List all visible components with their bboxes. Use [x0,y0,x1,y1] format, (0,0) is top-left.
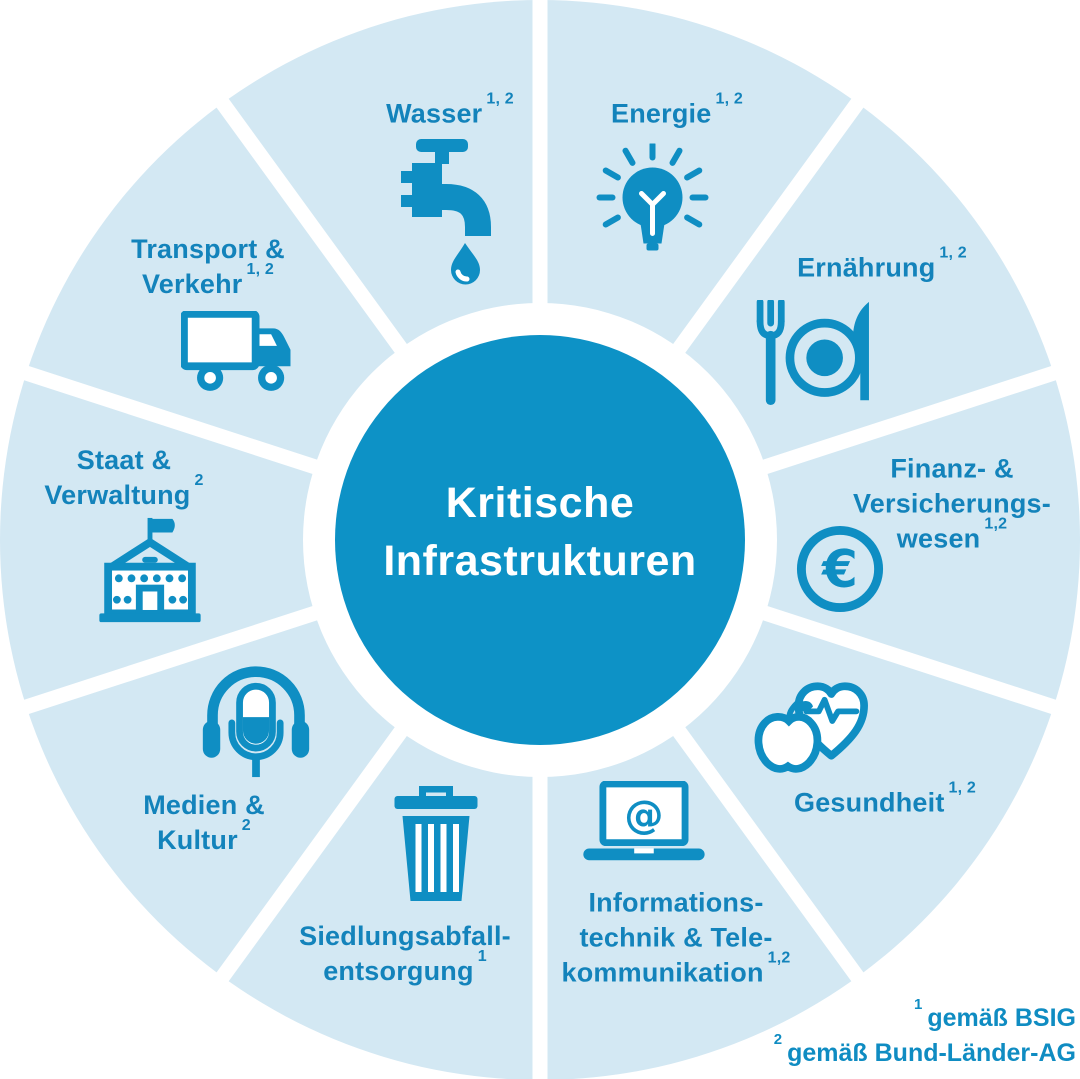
government-building-icon [86,516,214,628]
svg-text:€: € [821,540,858,600]
sector-label-it: Informations- technik & Tele- kommunikat… [561,887,791,988]
center-circle [335,335,745,745]
faucet-icon [388,139,498,287]
lightbulb-icon [596,141,711,269]
center-title-line1: Kritische [445,479,635,527]
euro-coin-icon: € [793,522,888,617]
microphone-headphones-icon [198,659,314,783]
cutlery-plate-icon [752,298,878,406]
svg-text:@: @ [624,793,663,838]
center-title: Kritische Infrastrukturen [383,474,696,590]
apple-heart-icon [750,667,876,775]
truck-icon [180,310,307,403]
trash-can-icon [389,785,484,904]
center-title-line2: Infrastrukturen [383,537,697,585]
laptop-at-icon: @ [579,780,707,871]
